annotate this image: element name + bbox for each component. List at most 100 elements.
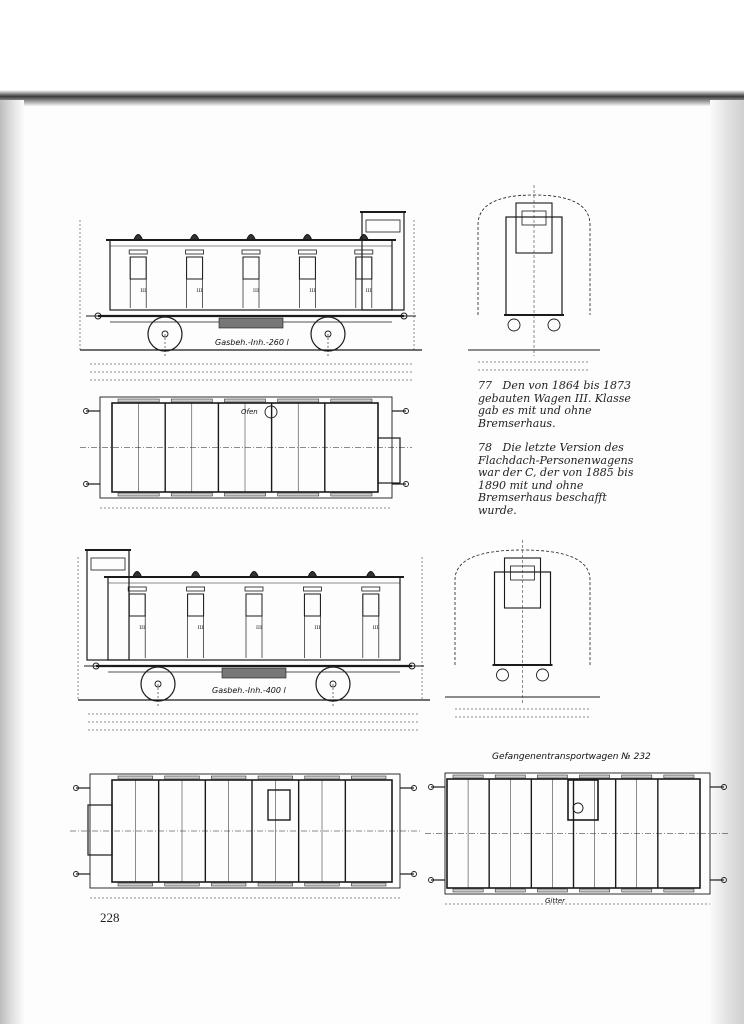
prison-car-title: Gefangenentransportwagen № 232 <box>492 752 651 762</box>
class-mark: III <box>197 288 203 294</box>
caption-78: 78 Die letzte Version des Flachdach-Pers… <box>478 441 638 517</box>
drawing-outline <box>117 398 160 403</box>
drawing-outline <box>187 593 205 617</box>
drawing-outline <box>127 586 147 592</box>
roof-lamp <box>133 234 143 240</box>
wheel-outline <box>411 785 417 791</box>
car1-plan-view <box>80 396 412 509</box>
wheel-outline <box>721 784 727 790</box>
drawing-outline <box>302 586 322 592</box>
drawing-outline <box>117 775 153 780</box>
wheel-outline <box>83 481 89 487</box>
wheel-outline <box>428 784 434 790</box>
drawing-outline <box>211 882 247 887</box>
drawing-outline <box>354 249 374 255</box>
wheel-outline <box>154 680 162 688</box>
drawing-outline <box>365 219 401 233</box>
drawing-outline <box>330 492 373 497</box>
wheel-outline <box>403 481 409 487</box>
drawing-outline <box>377 437 401 484</box>
drawing-outline <box>537 774 568 779</box>
wheel-outline <box>507 318 521 332</box>
drawing-outline <box>304 882 340 887</box>
drawing-outline <box>128 249 148 255</box>
drawing-outline <box>494 888 526 893</box>
drawing-outline <box>267 789 291 821</box>
drawing-outline <box>351 775 387 780</box>
page-number: 228 <box>100 910 120 925</box>
drawing-outline <box>218 317 284 329</box>
page-top-margin <box>0 0 744 96</box>
drawing-outline <box>355 256 373 280</box>
caption-number: 78 <box>478 441 492 454</box>
drawing-outline <box>245 593 263 617</box>
drawing-outline <box>185 249 205 255</box>
wheel-outline <box>264 405 278 419</box>
drawing-outline <box>164 882 200 887</box>
drawing-outline <box>621 888 653 893</box>
wheel-outline <box>411 871 417 877</box>
drawing-outline <box>303 593 321 617</box>
class-mark: III <box>309 288 315 294</box>
car1-end-elevation <box>468 185 600 371</box>
drawing-outline <box>186 256 204 280</box>
drawing-outline <box>277 398 320 403</box>
drawing-outline <box>107 576 401 661</box>
wheel-outline <box>73 785 79 791</box>
wheel-outline <box>428 877 434 883</box>
car2-end-elevation <box>445 540 600 718</box>
page-edge-shadow <box>710 100 744 1024</box>
class-mark: III <box>366 288 372 294</box>
class-mark: III <box>140 288 146 294</box>
class-mark: III <box>139 625 145 631</box>
caption-77: 77 Den von 1864 bis 1873 gebauten Wagen … <box>478 379 638 430</box>
drawing-outline <box>117 882 153 887</box>
drawing-outline <box>361 211 405 311</box>
drawing-outline <box>90 557 126 571</box>
car2-gas-label: Gasbeh.-Inh.-400 l <box>212 686 287 695</box>
drawing-outline <box>351 882 387 887</box>
drawing-outline <box>241 249 261 255</box>
wheel-outline <box>73 871 79 877</box>
caption-number: 77 <box>478 379 492 392</box>
roof-lamp <box>366 571 376 577</box>
caption-text: Den von 1864 bis 1873 gebauten Wagen III… <box>478 379 632 430</box>
drawing-outline <box>361 586 381 592</box>
drawing-outline <box>452 774 484 779</box>
drawing-outline <box>330 398 373 403</box>
wheel-outline <box>324 330 332 338</box>
grille-label: Gitter <box>545 897 566 905</box>
page-gutter-shadow <box>0 100 24 1024</box>
drawing-outline <box>663 888 695 893</box>
drawing-outline <box>579 888 610 893</box>
wheel-outline <box>721 877 727 883</box>
roof-lamp <box>246 234 256 240</box>
drawing-outline <box>109 239 393 311</box>
prison-car-plan-view <box>425 772 730 905</box>
class-mark: III <box>198 625 204 631</box>
wheel-outline <box>161 330 169 338</box>
roof-lamp <box>132 571 142 577</box>
drawing-outline <box>170 492 213 497</box>
wheel-outline <box>547 318 561 332</box>
drawing-outline <box>244 586 264 592</box>
drawing-outline <box>621 774 653 779</box>
drawing-outline <box>257 775 293 780</box>
drawing-outline <box>362 593 380 617</box>
drawing-outline <box>211 775 247 780</box>
drawing-outline <box>257 882 293 887</box>
drawing-outline <box>170 398 213 403</box>
car1-stove-label: Ofen <box>241 408 258 416</box>
wheel-outline <box>329 680 337 688</box>
drawing-outline <box>242 256 260 280</box>
drawing-outline <box>129 256 147 280</box>
drawing-outline <box>87 804 113 856</box>
drawing-outline <box>494 774 526 779</box>
drawing-outline <box>663 774 695 779</box>
drawing-outline <box>537 888 568 893</box>
wheel-outline <box>83 408 89 414</box>
drawing-outline <box>117 492 160 497</box>
drawing-outline <box>579 774 610 779</box>
